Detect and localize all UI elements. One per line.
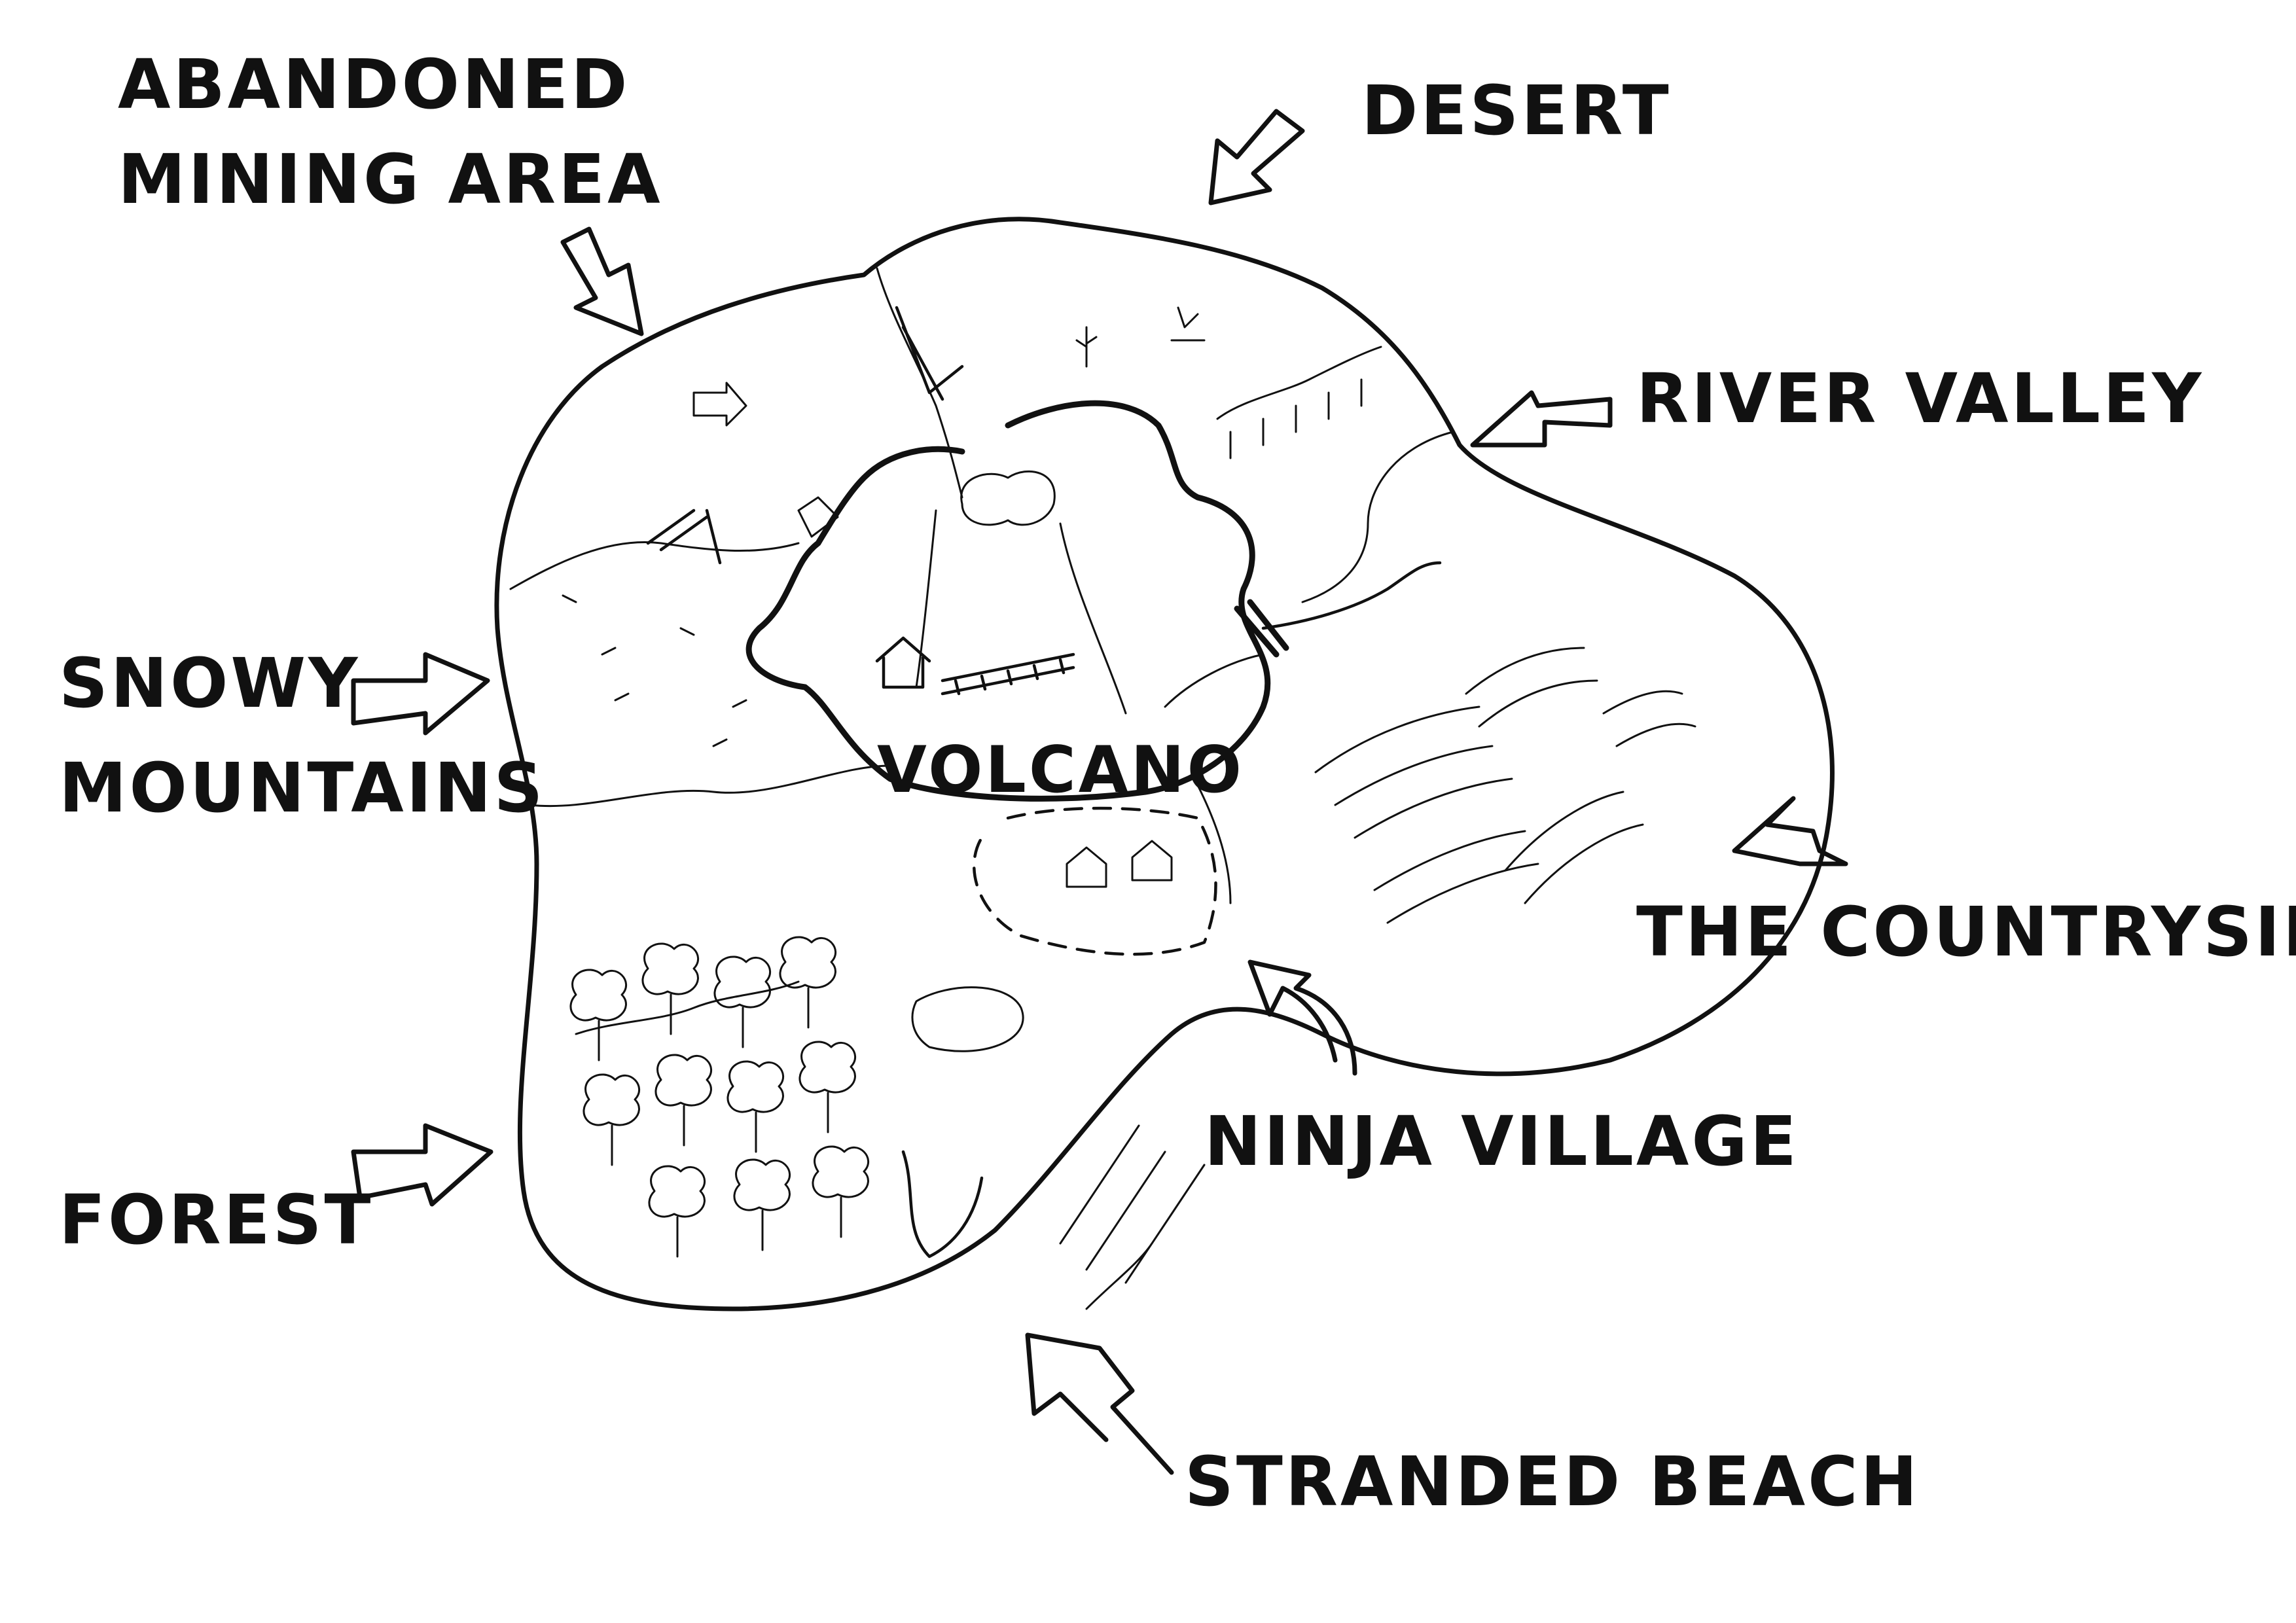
river-line [1261, 561, 1442, 630]
label-volcano: VOLCANO [877, 733, 1244, 808]
arrow-snowy-mountains [351, 652, 490, 736]
snowy-marks [562, 594, 747, 747]
divider-river-valley [1301, 431, 1454, 603]
river-bridge [1234, 599, 1289, 658]
label-ninja-village: NINJA VILLAGE [1204, 1101, 1799, 1181]
volcano-cloud [960, 470, 1056, 526]
beach-cliff [901, 1150, 984, 1258]
mining-structure [646, 508, 722, 565]
arrow-abandoned-mining [560, 226, 644, 336]
label-river-valley: RIVER VALLEY [1636, 359, 2204, 438]
mining-house [797, 496, 839, 538]
arrow-river-valley [1470, 390, 1613, 448]
desert-cactus-1 [1075, 326, 1098, 368]
beach-waves [1059, 1124, 1206, 1310]
ninja-house-2 [1131, 840, 1173, 882]
label-snowy-line2: MOUNTAINS [59, 748, 545, 828]
label-abandoned-mining-line1: ABANDONED [118, 45, 630, 124]
divider-snowy-forest [529, 764, 891, 808]
arrow-stranded-beach [1025, 1332, 1174, 1475]
volcano-bridge [941, 652, 1075, 696]
arrow-countryside [1732, 796, 1848, 866]
divider-snowy-mining [509, 541, 800, 590]
desert-peaks [895, 306, 964, 401]
divider-desert-mining [876, 267, 963, 499]
mining-arrow-marker [692, 382, 747, 427]
volcano-crater [745, 400, 1271, 802]
label-forest: FOREST [59, 1180, 373, 1260]
arrow-desert [1208, 109, 1305, 205]
volcano-inner-ridge-2 [1059, 522, 1127, 715]
ninja-village-wall [972, 806, 1217, 956]
label-countryside: THE COUNTRYSIDE [1636, 892, 2296, 972]
desert-tree-row [1216, 346, 1382, 459]
forest-trees [569, 936, 869, 1258]
countryside-fields [1314, 647, 1696, 924]
volcano-hut [875, 636, 931, 689]
ninja-house-1 [1066, 846, 1107, 888]
arrow-ninja-village [1247, 959, 1357, 1076]
label-snowy-line1: SNOWY [59, 643, 360, 723]
volcano-inner-ridge [915, 509, 937, 688]
island-outline [494, 217, 1835, 1311]
arrow-forest [351, 1123, 493, 1207]
label-stranded-beach: STRANDED BEACH [1185, 1442, 1920, 1522]
label-desert: DESERT [1361, 71, 1672, 151]
label-abandoned-mining-line2: MINING AREA [118, 139, 663, 219]
divider-countryside [1196, 784, 1232, 904]
desert-cactus-2 [1170, 306, 1206, 342]
river-line-2 [1164, 653, 1265, 708]
ninja-rocks [911, 986, 1024, 1052]
